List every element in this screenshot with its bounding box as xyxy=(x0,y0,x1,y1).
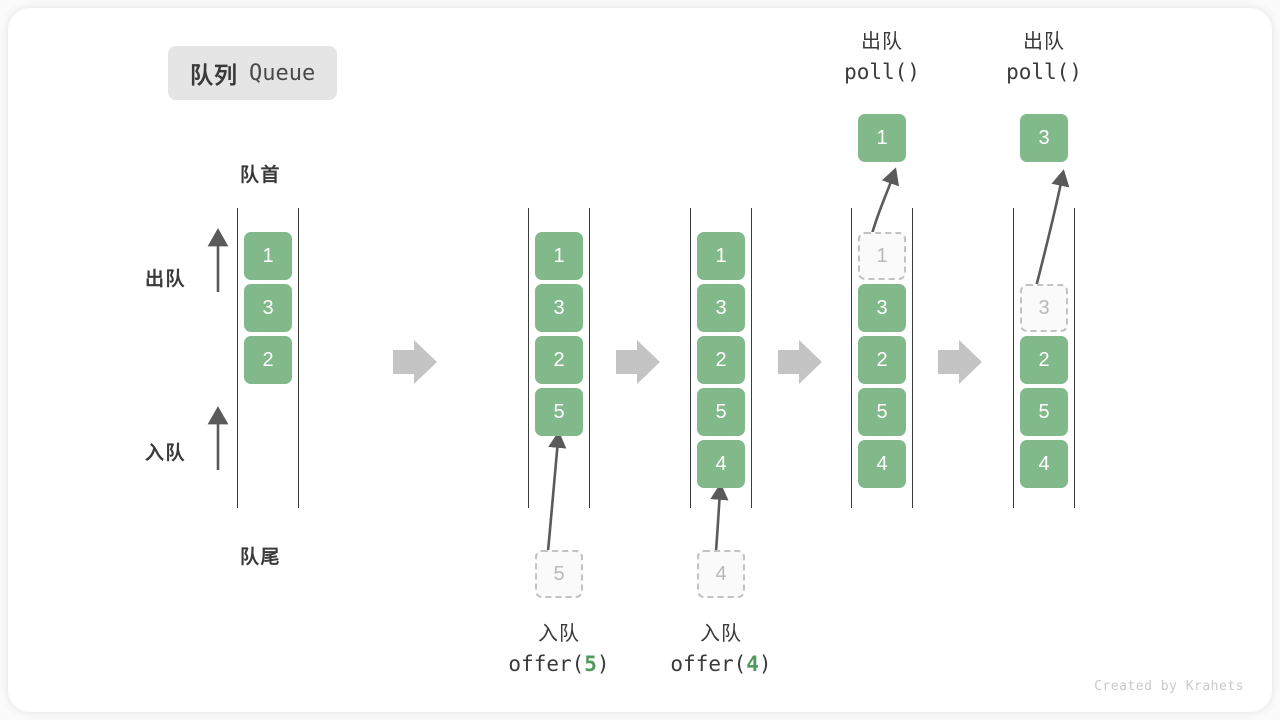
queue-cell: 1 xyxy=(535,232,583,280)
caption-argument: 5 xyxy=(584,652,597,676)
caption-chinese: 出队 xyxy=(1023,31,1065,53)
caption-chinese: 出队 xyxy=(861,31,903,53)
dequeue-caption: 出队 poll() xyxy=(792,28,972,87)
queue-rail-left xyxy=(851,208,852,508)
queue-cell: 5 xyxy=(1020,388,1068,436)
queue-head-label: 队首 xyxy=(240,165,282,186)
queue-cell: 1 xyxy=(244,232,292,280)
queue-cell: 3 xyxy=(858,284,906,332)
caption-chinese: 入队 xyxy=(538,623,580,645)
queue-cell: 2 xyxy=(697,336,745,384)
enqueue-caption: 入队 offer(4) xyxy=(631,620,811,679)
queue-cell: 2 xyxy=(858,336,906,384)
queue-rail-right xyxy=(912,208,913,508)
queue-cell: 5 xyxy=(697,388,745,436)
queue-rail-left xyxy=(1013,208,1014,508)
queue-rail-right xyxy=(298,208,299,508)
title-chinese: 队列 xyxy=(190,62,238,88)
caption-argument: 4 xyxy=(746,652,759,676)
queue-cell-ghost: 1 xyxy=(858,232,906,280)
queue-rail-left xyxy=(237,208,238,508)
enqueue-direction-label: 入队 xyxy=(145,443,187,464)
queue-cell: 4 xyxy=(858,440,906,488)
queue-tail-label: 队尾 xyxy=(240,547,282,568)
card-background xyxy=(8,8,1272,712)
queue-rail-left xyxy=(528,208,529,508)
caption-code: poll() xyxy=(1006,60,1082,84)
caption-chinese: 入队 xyxy=(700,623,742,645)
popped-element: 1 xyxy=(858,114,906,162)
queue-cell: 3 xyxy=(535,284,583,332)
queue-cell: 3 xyxy=(697,284,745,332)
title-badge: 队列 Queue xyxy=(168,46,338,100)
queue-cell: 1 xyxy=(697,232,745,280)
caption-code: offer(4) xyxy=(670,652,772,676)
queue-rail-left xyxy=(690,208,691,508)
title-english: Queue xyxy=(249,60,316,86)
queue-rail-right xyxy=(1074,208,1075,508)
dequeue-caption: 出队 poll() xyxy=(954,28,1134,87)
enqueue-caption: 入队 offer(5) xyxy=(469,620,649,679)
queue-rail-right xyxy=(589,208,590,508)
queue-cell: 4 xyxy=(1020,440,1068,488)
pending-element: 4 xyxy=(697,550,745,598)
queue-cell: 3 xyxy=(244,284,292,332)
queue-cell: 4 xyxy=(697,440,745,488)
queue-cell: 2 xyxy=(244,336,292,384)
pending-element: 5 xyxy=(535,550,583,598)
dequeue-direction-label: 出队 xyxy=(145,269,187,290)
queue-cell: 5 xyxy=(535,388,583,436)
queue-cell: 2 xyxy=(535,336,583,384)
queue-cell: 5 xyxy=(858,388,906,436)
queue-cell: 2 xyxy=(1020,336,1068,384)
caption-code: poll() xyxy=(844,60,920,84)
popped-element: 3 xyxy=(1020,114,1068,162)
queue-rail-right xyxy=(751,208,752,508)
credit-text: Created by Krahets xyxy=(1094,679,1244,694)
caption-code: offer(5) xyxy=(508,652,610,676)
queue-cell-ghost: 3 xyxy=(1020,284,1068,332)
